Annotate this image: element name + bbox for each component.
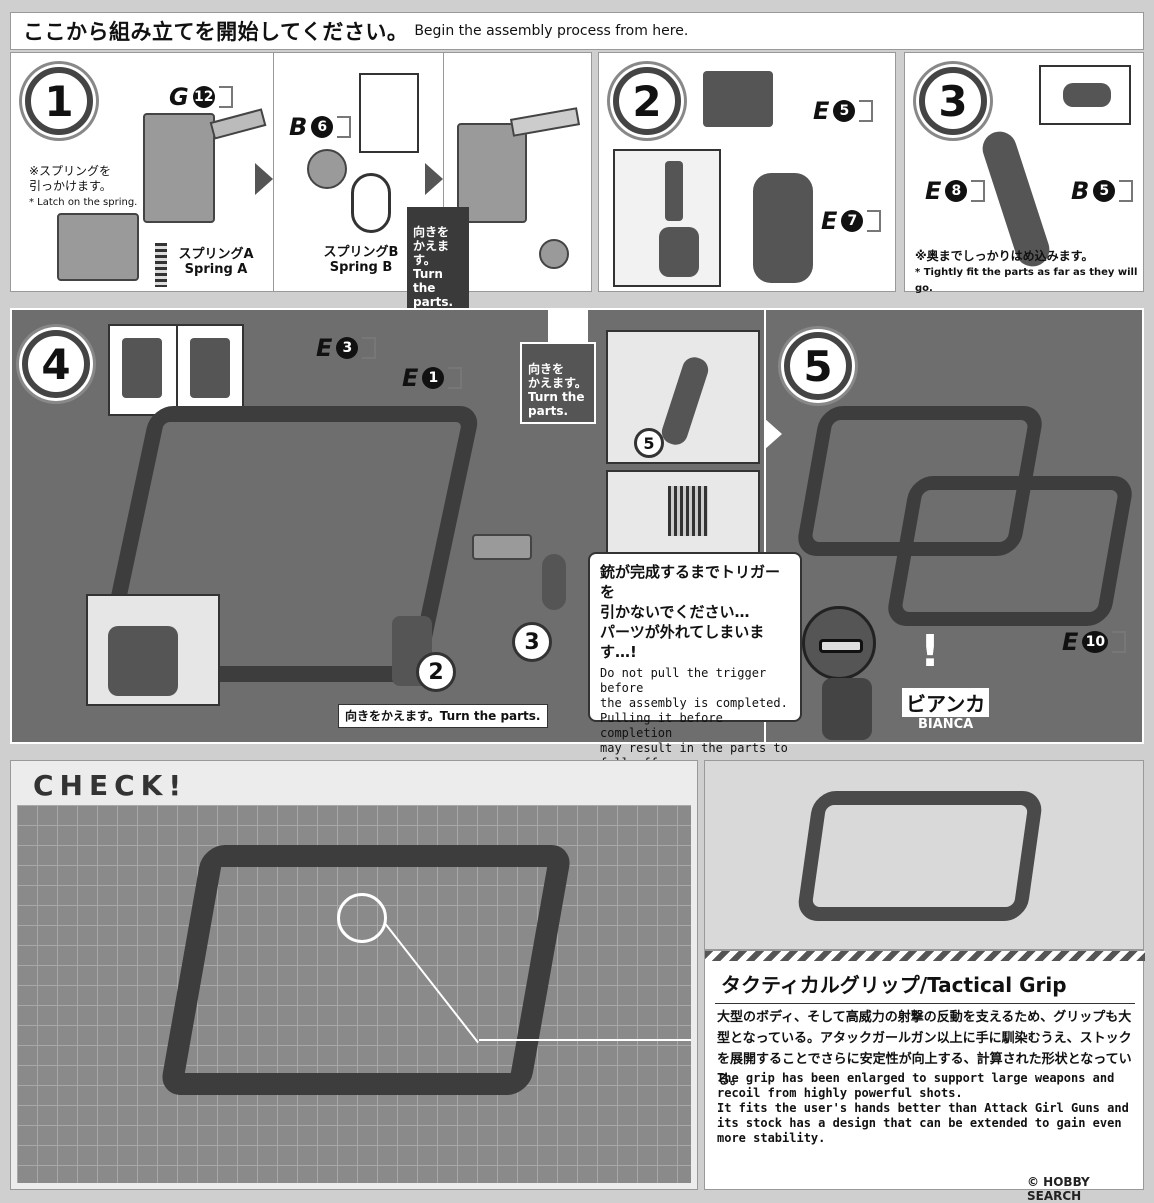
check-grid-area [17,805,691,1183]
character-name: ビアンカ BIANCA [902,688,990,732]
step1-detail-inset [57,213,139,281]
character-name-en: BIANCA [917,717,974,732]
step4-detail-inset [108,324,244,416]
divider [443,53,444,291]
spring-b-icon [351,173,391,233]
step1-assembled-part [457,123,527,223]
info-divider [715,1003,1135,1004]
inset-part [122,338,162,398]
step4-sub-5: 5 [634,428,664,458]
step1-turn-label: 向きを かえます。 Turn the parts. [407,207,469,313]
step1-assembled-lever [509,107,581,137]
tactical-grip-info: タクティカルグリップ/Tactical Grip 大型のボディ、そして高威力の射… [704,950,1145,1203]
step1-panel: 1 G 12 ※スプリングを 引っかけます。* Latch on the spr… [10,52,592,313]
warning-text-en: Do not pull the trigger before the assem… [600,666,788,770]
bianca-body [822,678,872,740]
step3-note: ※奥までしっかりはめ込みます。* Tightly fit the parts a… [915,249,1138,294]
hobby-search-watermark: © HOBBY SEARCH [1027,1175,1090,1203]
step-arrow-icon [255,163,273,195]
step3-number: 3 [919,67,987,135]
check-highlight-circle [337,893,387,943]
step1-part-lever [209,108,267,140]
step4-spring-detail [606,470,760,554]
info-title-en: /Tactical Grip [919,973,1067,997]
spring-a-icon [155,243,167,287]
step4-turn-label: 向きを かえます。 Turn the parts. [520,342,596,424]
step4-5-panel: 4 E 3 E 1 2 3 向きをかえます。Turn the parts. 向き… [10,308,1144,770]
step1-note: ※スプリングを 引っかけます。* Latch on the spring. [29,164,138,208]
warning-text-jp: 銃が完成するまでトリガーを 引かないでください… パーツが外れてしまいます…! [600,563,781,661]
step5-number: 5 [784,332,852,400]
check-section: CHECK! [10,760,698,1190]
step1-part-small [539,239,569,269]
step2-badge-e7: E 7 [821,207,882,235]
step4-badge-e1: E 1 [402,364,463,392]
info-text-jp: 大型のボディ、そして高威力の射撃の反動を支えるため、グリップも大型となっている。… [717,1010,1132,1088]
step2-number: 2 [613,67,681,135]
step4-part-4 [542,554,566,610]
header-bar: ここから組み立てを開始してください。 Begin the assembly pr… [10,12,1144,50]
step-arrow-icon-2 [425,163,443,195]
divider [273,53,274,291]
step1-part-g12 [143,113,215,223]
step4-bottom-turn-label: 向きをかえます。Turn the parts. [338,704,548,728]
step1-detail-box [359,73,419,153]
inset-part-2 [659,227,699,277]
check-assembled-gun-frame [158,845,574,1095]
step4-circle-2: 2 [416,652,456,692]
detail-trigger [658,354,712,448]
step4-part-3 [472,534,532,560]
detail-part [1063,83,1111,107]
inset-part [665,161,683,221]
detail-part [108,626,178,696]
step1-number: 1 [25,67,93,135]
step4-grip-detail [86,594,220,706]
warning-speech-bubble: 銃が完成するまでトリガーを 引かないでください… パーツが外れてしまいます…! … [588,552,802,770]
info-stripe [705,951,1145,961]
step3-panel: 3 E 8 B 5 ※奥までしっかりはめ込みます。* Tightly fit t… [904,52,1144,294]
step4-badge-e3: E 3 [316,334,377,362]
bianca-avatar [802,606,876,680]
spring-icon [668,486,708,536]
info-title: タクティカルグリップ/Tactical Grip [721,969,1067,998]
step1-part-badge-b6: B 6 [289,113,352,141]
inset-divider [176,326,178,414]
inset-part-2 [190,338,230,398]
header-title-en: Begin the assembly process from here. [414,23,689,39]
check-grip-view [704,760,1144,950]
callout-line-h [479,1039,691,1041]
step1-part-b6 [307,149,347,189]
check-title: CHECK! [33,769,188,802]
step3-detail-box [1039,65,1131,125]
step2-part-e5 [703,71,773,127]
header-title-jp: ここから組み立てを開始してください。 [23,20,409,44]
step1-part-badge-g12: G 12 [169,83,233,111]
step2-badge-e5: E 5 [813,97,874,125]
down-arrow-shaft [548,308,588,342]
step5-badge-e10: E 10 [1062,628,1127,656]
check-grip-frame [795,791,1045,921]
step5-frame-e10 [884,476,1136,626]
exclaim-mark: ! [920,626,941,677]
info-title-jp: タクティカルグリップ [721,973,920,997]
step2-detail-inset [613,149,721,287]
step3-badge-b5: B 5 [1071,177,1134,205]
step4-circle-3: 3 [512,622,552,662]
step2-panel: 2 E 5 E 7 [598,52,896,292]
divider [764,310,766,742]
character-name-jp: ビアンカ [902,688,990,717]
step-arrow-icon-3 [764,418,782,450]
info-text-en: The grip has been enlarged to support la… [717,1071,1129,1145]
step4-number: 4 [22,330,90,398]
step2-part-e7 [753,173,813,283]
step4-trigger-detail-top: 5 [606,330,760,464]
glasses-icon [819,639,863,653]
step3-badge-e8: E 8 [925,177,986,205]
